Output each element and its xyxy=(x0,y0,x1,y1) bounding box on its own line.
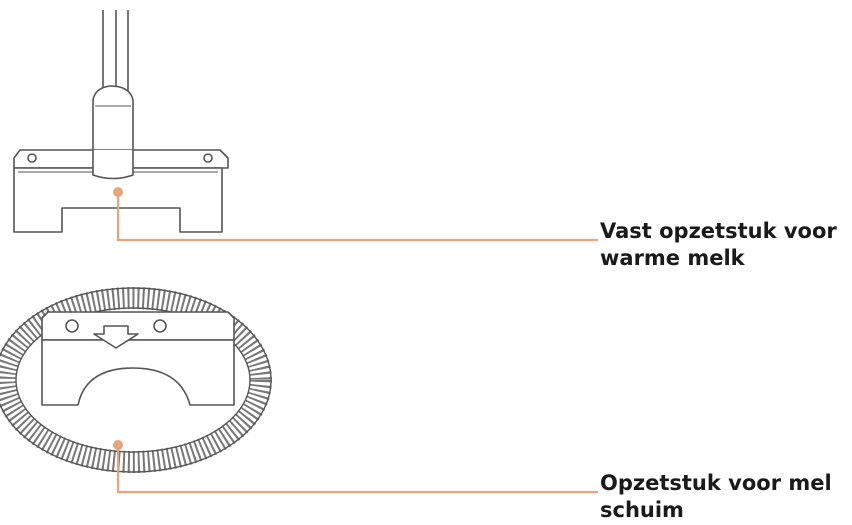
callout-label-warm-milk: Vast opzetstuk voor warme melk xyxy=(600,218,837,272)
callout-label-froth: Opzetstuk voor mel schuim xyxy=(600,470,832,524)
callout-label-froth-line2: schuim xyxy=(600,498,684,522)
leader-line-warm-milk xyxy=(116,192,598,242)
warm-milk-attachment-illustration xyxy=(13,10,229,233)
froth-attachment-illustration xyxy=(0,287,272,473)
leader-line-froth xyxy=(116,445,598,494)
callout-label-froth-line1: Opzetstuk voor mel xyxy=(600,471,832,495)
callout-label-warm-milk-line2: warme melk xyxy=(600,246,745,270)
leader-dot-froth xyxy=(113,440,123,450)
leader-lines xyxy=(113,187,598,494)
leader-dot-warm-milk xyxy=(113,187,123,197)
callout-label-warm-milk-line1: Vast opzetstuk voor xyxy=(600,219,837,243)
